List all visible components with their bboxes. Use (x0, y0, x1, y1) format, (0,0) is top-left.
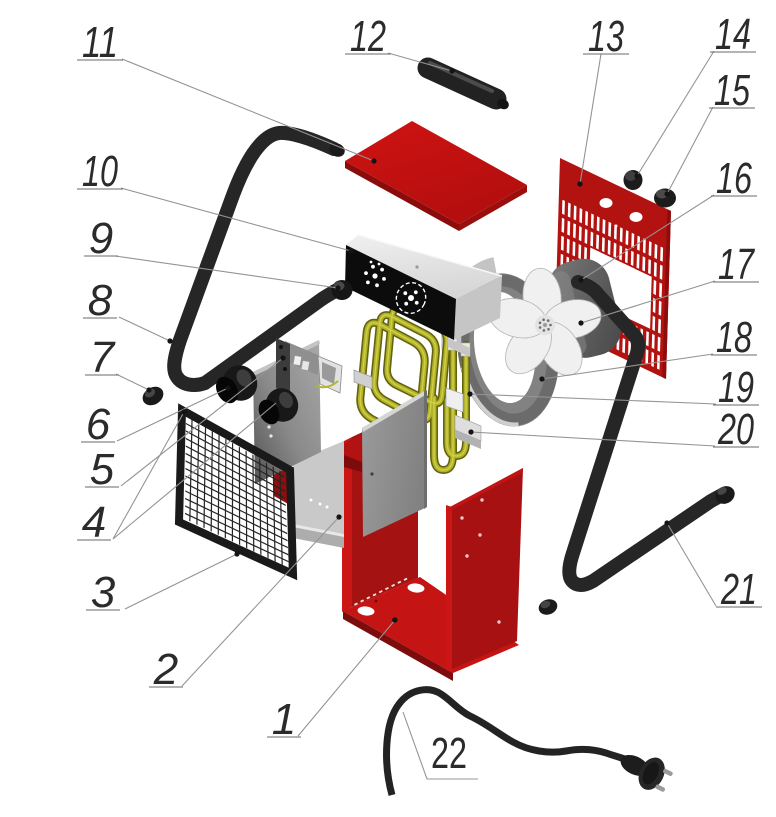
svg-text:22: 22 (431, 729, 467, 778)
svg-text:11: 11 (82, 18, 118, 67)
svg-text:17: 17 (718, 240, 755, 289)
svg-text:16: 16 (716, 154, 752, 203)
svg-text:9: 9 (89, 214, 113, 263)
svg-text:18: 18 (716, 313, 752, 362)
svg-text:13: 13 (588, 12, 624, 61)
svg-text:1: 1 (272, 695, 296, 744)
svg-text:2: 2 (153, 645, 178, 694)
svg-text:14: 14 (715, 10, 751, 59)
svg-text:6: 6 (86, 400, 111, 449)
svg-text:15: 15 (714, 66, 750, 115)
svg-text:8: 8 (88, 276, 113, 325)
svg-text:4: 4 (82, 498, 106, 547)
svg-text:21: 21 (720, 565, 757, 614)
svg-text:5: 5 (90, 445, 115, 494)
svg-text:20: 20 (717, 405, 754, 454)
svg-text:3: 3 (91, 568, 116, 617)
svg-text:7: 7 (90, 333, 116, 382)
svg-text:10: 10 (82, 147, 118, 196)
svg-text:12: 12 (350, 12, 386, 61)
